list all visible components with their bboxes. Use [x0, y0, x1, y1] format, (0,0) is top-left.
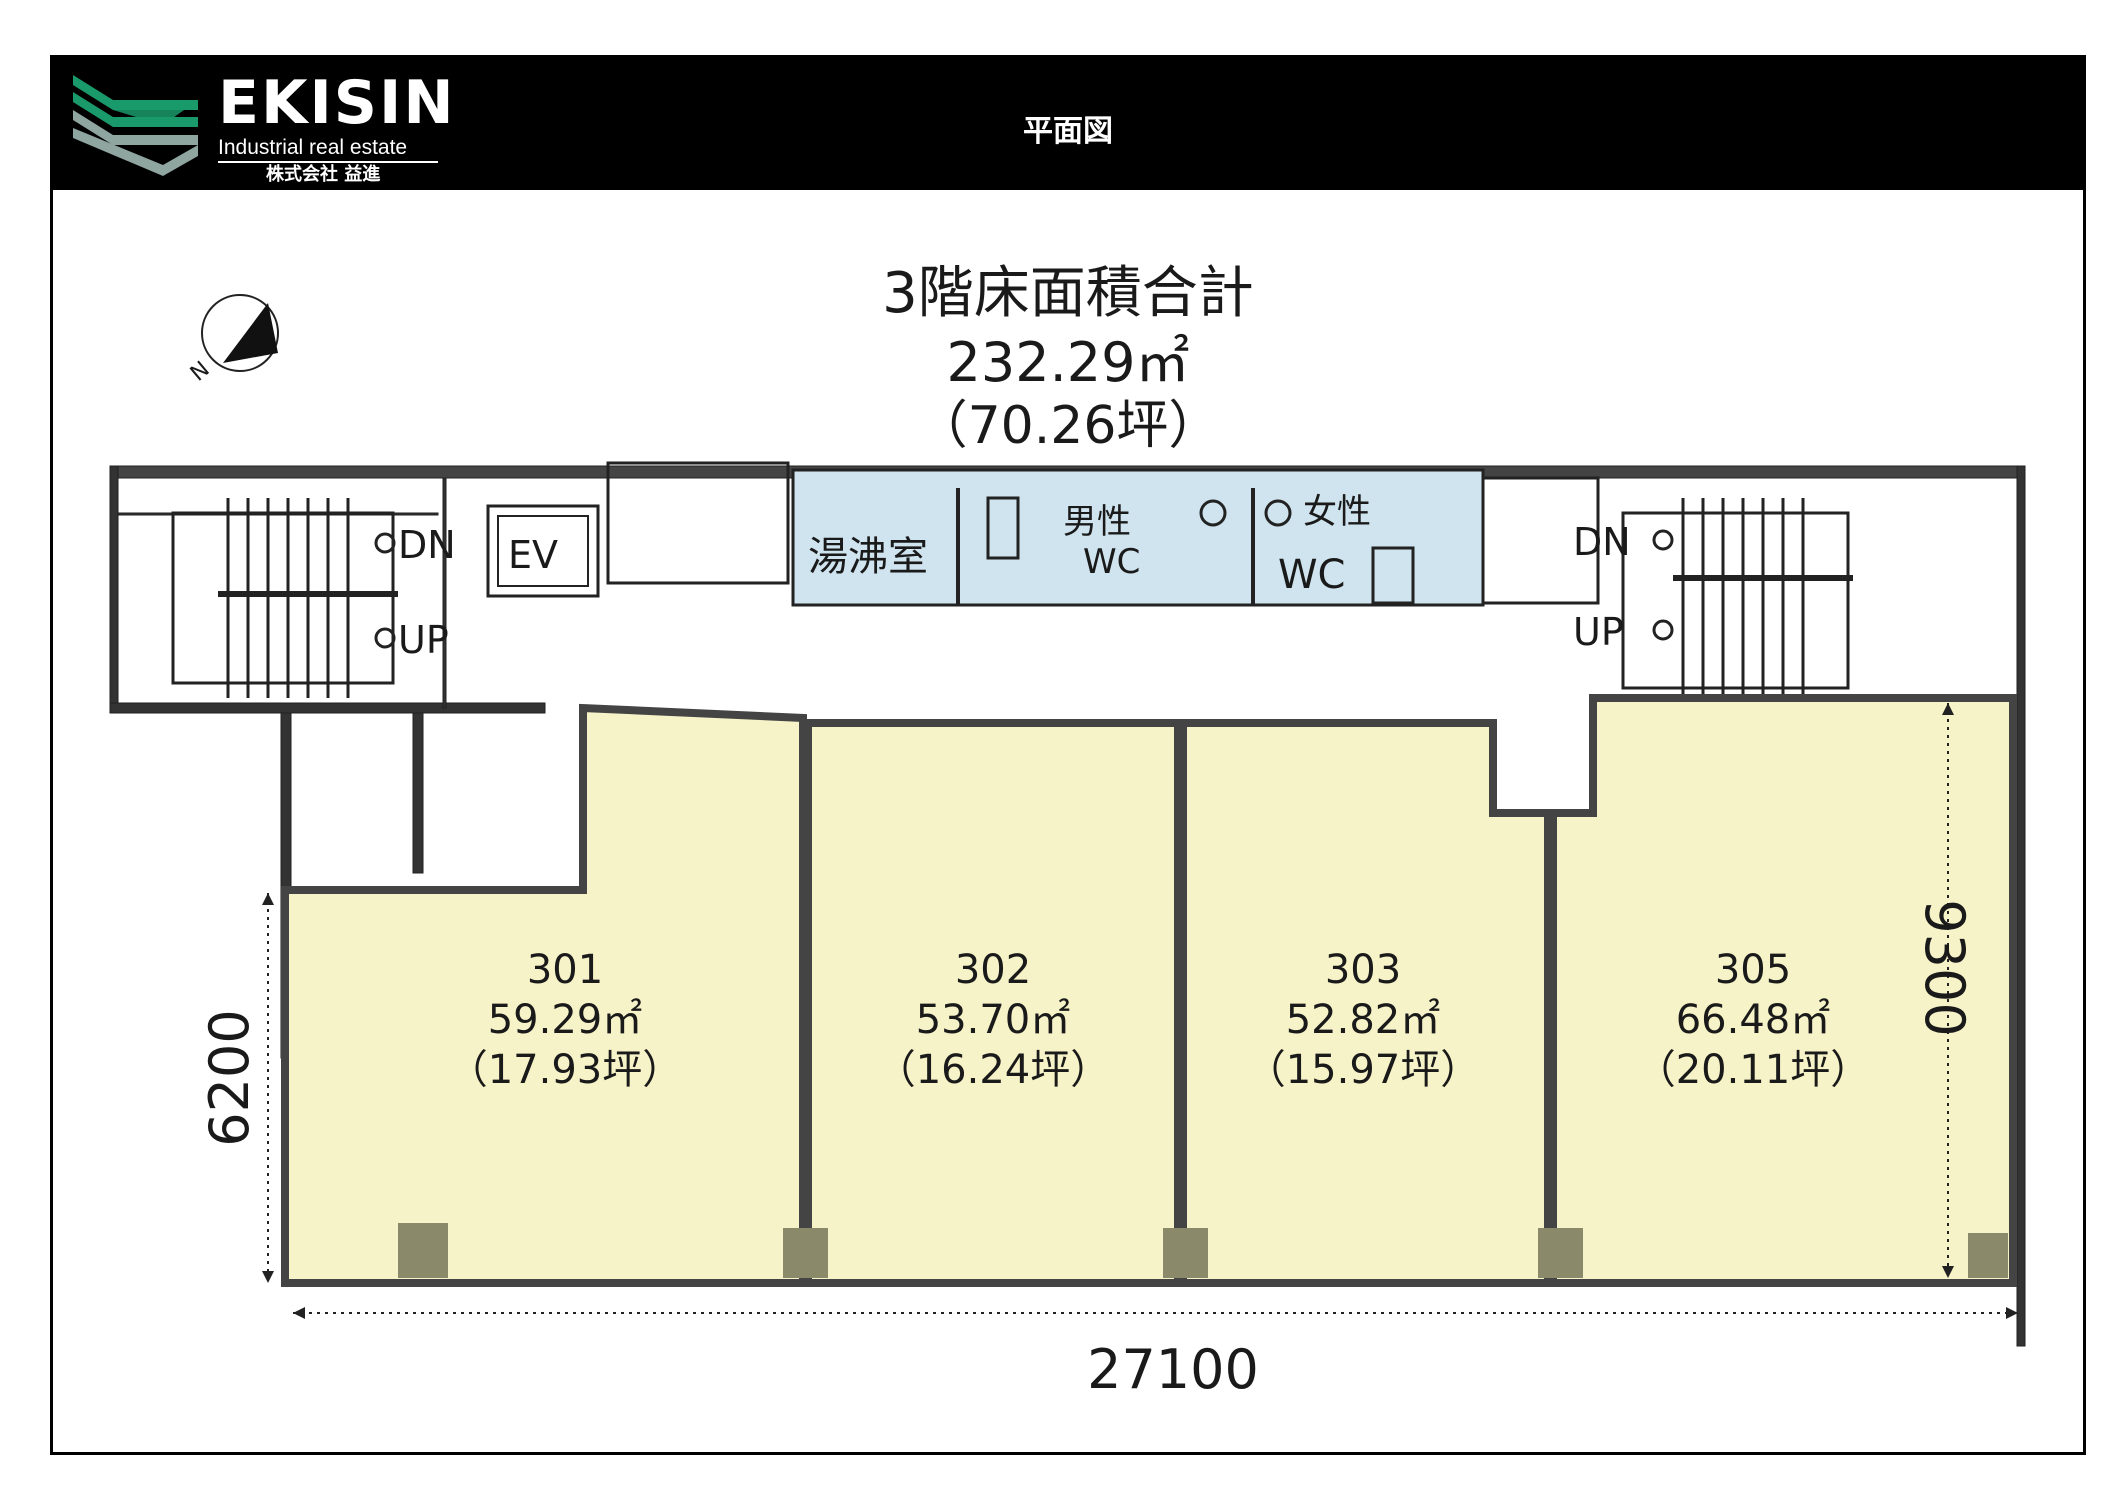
room-305-area: 66.48㎡	[1676, 997, 1831, 1043]
dimension-width-label: 27100	[1087, 1338, 1259, 1401]
dimension-right-depth: 9300	[1913, 703, 1976, 1278]
room-301-tsubo: （17.93坪）	[448, 1047, 683, 1093]
stairs-right-down-label: DN	[1573, 520, 1631, 564]
floor-total-area: 232.29㎡	[946, 331, 1190, 394]
room-302-area: 53.70㎡	[916, 997, 1071, 1043]
room-305: 305 66.48㎡ （20.11坪）	[1538, 694, 2017, 1287]
elevator-label: EV	[508, 533, 558, 577]
elevator: EV	[486, 504, 600, 598]
room-303-number: 303	[1325, 947, 1401, 993]
brand-company: 株式会社 益進	[266, 164, 381, 185]
mens-label: 男性	[1063, 502, 1131, 542]
womens-wc-label: WC	[1278, 552, 1345, 598]
kitchenette-label: 湯沸室	[808, 534, 928, 580]
shaft-box	[606, 461, 790, 585]
right-shaft	[1481, 476, 1600, 605]
room-301-number: 301	[527, 947, 603, 993]
room-302-tsubo: （16.24坪）	[876, 1047, 1111, 1093]
dimension-width: 27100	[293, 1307, 2018, 1401]
room-301-area: 59.29㎡	[488, 997, 643, 1043]
stairs-left-up-label: UP	[398, 618, 449, 662]
room-305-number: 305	[1715, 947, 1791, 993]
ekisin-logo-icon	[73, 75, 198, 176]
right-stair-core: DN UP	[1573, 498, 1853, 698]
compass-icon: N	[186, 294, 279, 387]
header-bar: EKISIN Industrial real estate 株式会社 益進 平面…	[53, 58, 2083, 190]
mens-wc-label: WC	[1083, 542, 1140, 582]
brand-name: EKISIN	[218, 68, 456, 138]
floor-total-tsubo: （70.26坪）	[915, 396, 1221, 456]
room-302: 302 53.70㎡ （16.24坪）	[783, 719, 1182, 1287]
page-title: 平面図	[1023, 114, 1113, 149]
dimension-right-depth-label: 9300	[1913, 899, 1976, 1036]
floor-total-label: 3階床面積合計	[882, 261, 1254, 326]
brand-block: EKISIN Industrial real estate 株式会社 益進	[218, 70, 456, 187]
room-303-area: 52.82㎡	[1286, 997, 1441, 1043]
compass-north-label: N	[186, 357, 215, 387]
floor-plan-frame: EKISIN Industrial real estate 株式会社 益進 平面…	[50, 55, 2086, 1455]
dimension-left-depth-label: 6200	[198, 1009, 261, 1146]
room-303-tsubo: （15.97坪）	[1246, 1047, 1481, 1093]
brand-tagline: Industrial real estate	[218, 136, 438, 163]
stairs-left-down-label: DN	[398, 523, 456, 567]
floor-plan-drawing: N DN UP	[109, 294, 2026, 1401]
room-305-tsubo: （20.11坪）	[1636, 1047, 1871, 1093]
room-302-number: 302	[955, 947, 1031, 993]
stairs-right-up-label: UP	[1573, 610, 1624, 654]
dimension-left-depth: 6200	[198, 893, 274, 1283]
left-stair-core: DN UP	[171, 498, 456, 698]
womens-label: 女性	[1303, 492, 1371, 532]
service-area: 湯沸室 男性 WC 女性 WC	[791, 468, 1485, 607]
room-303: 303 52.82㎡ （15.97坪）	[1163, 719, 1552, 1287]
room-301: 301 59.29㎡ （17.93坪）	[281, 703, 807, 1287]
